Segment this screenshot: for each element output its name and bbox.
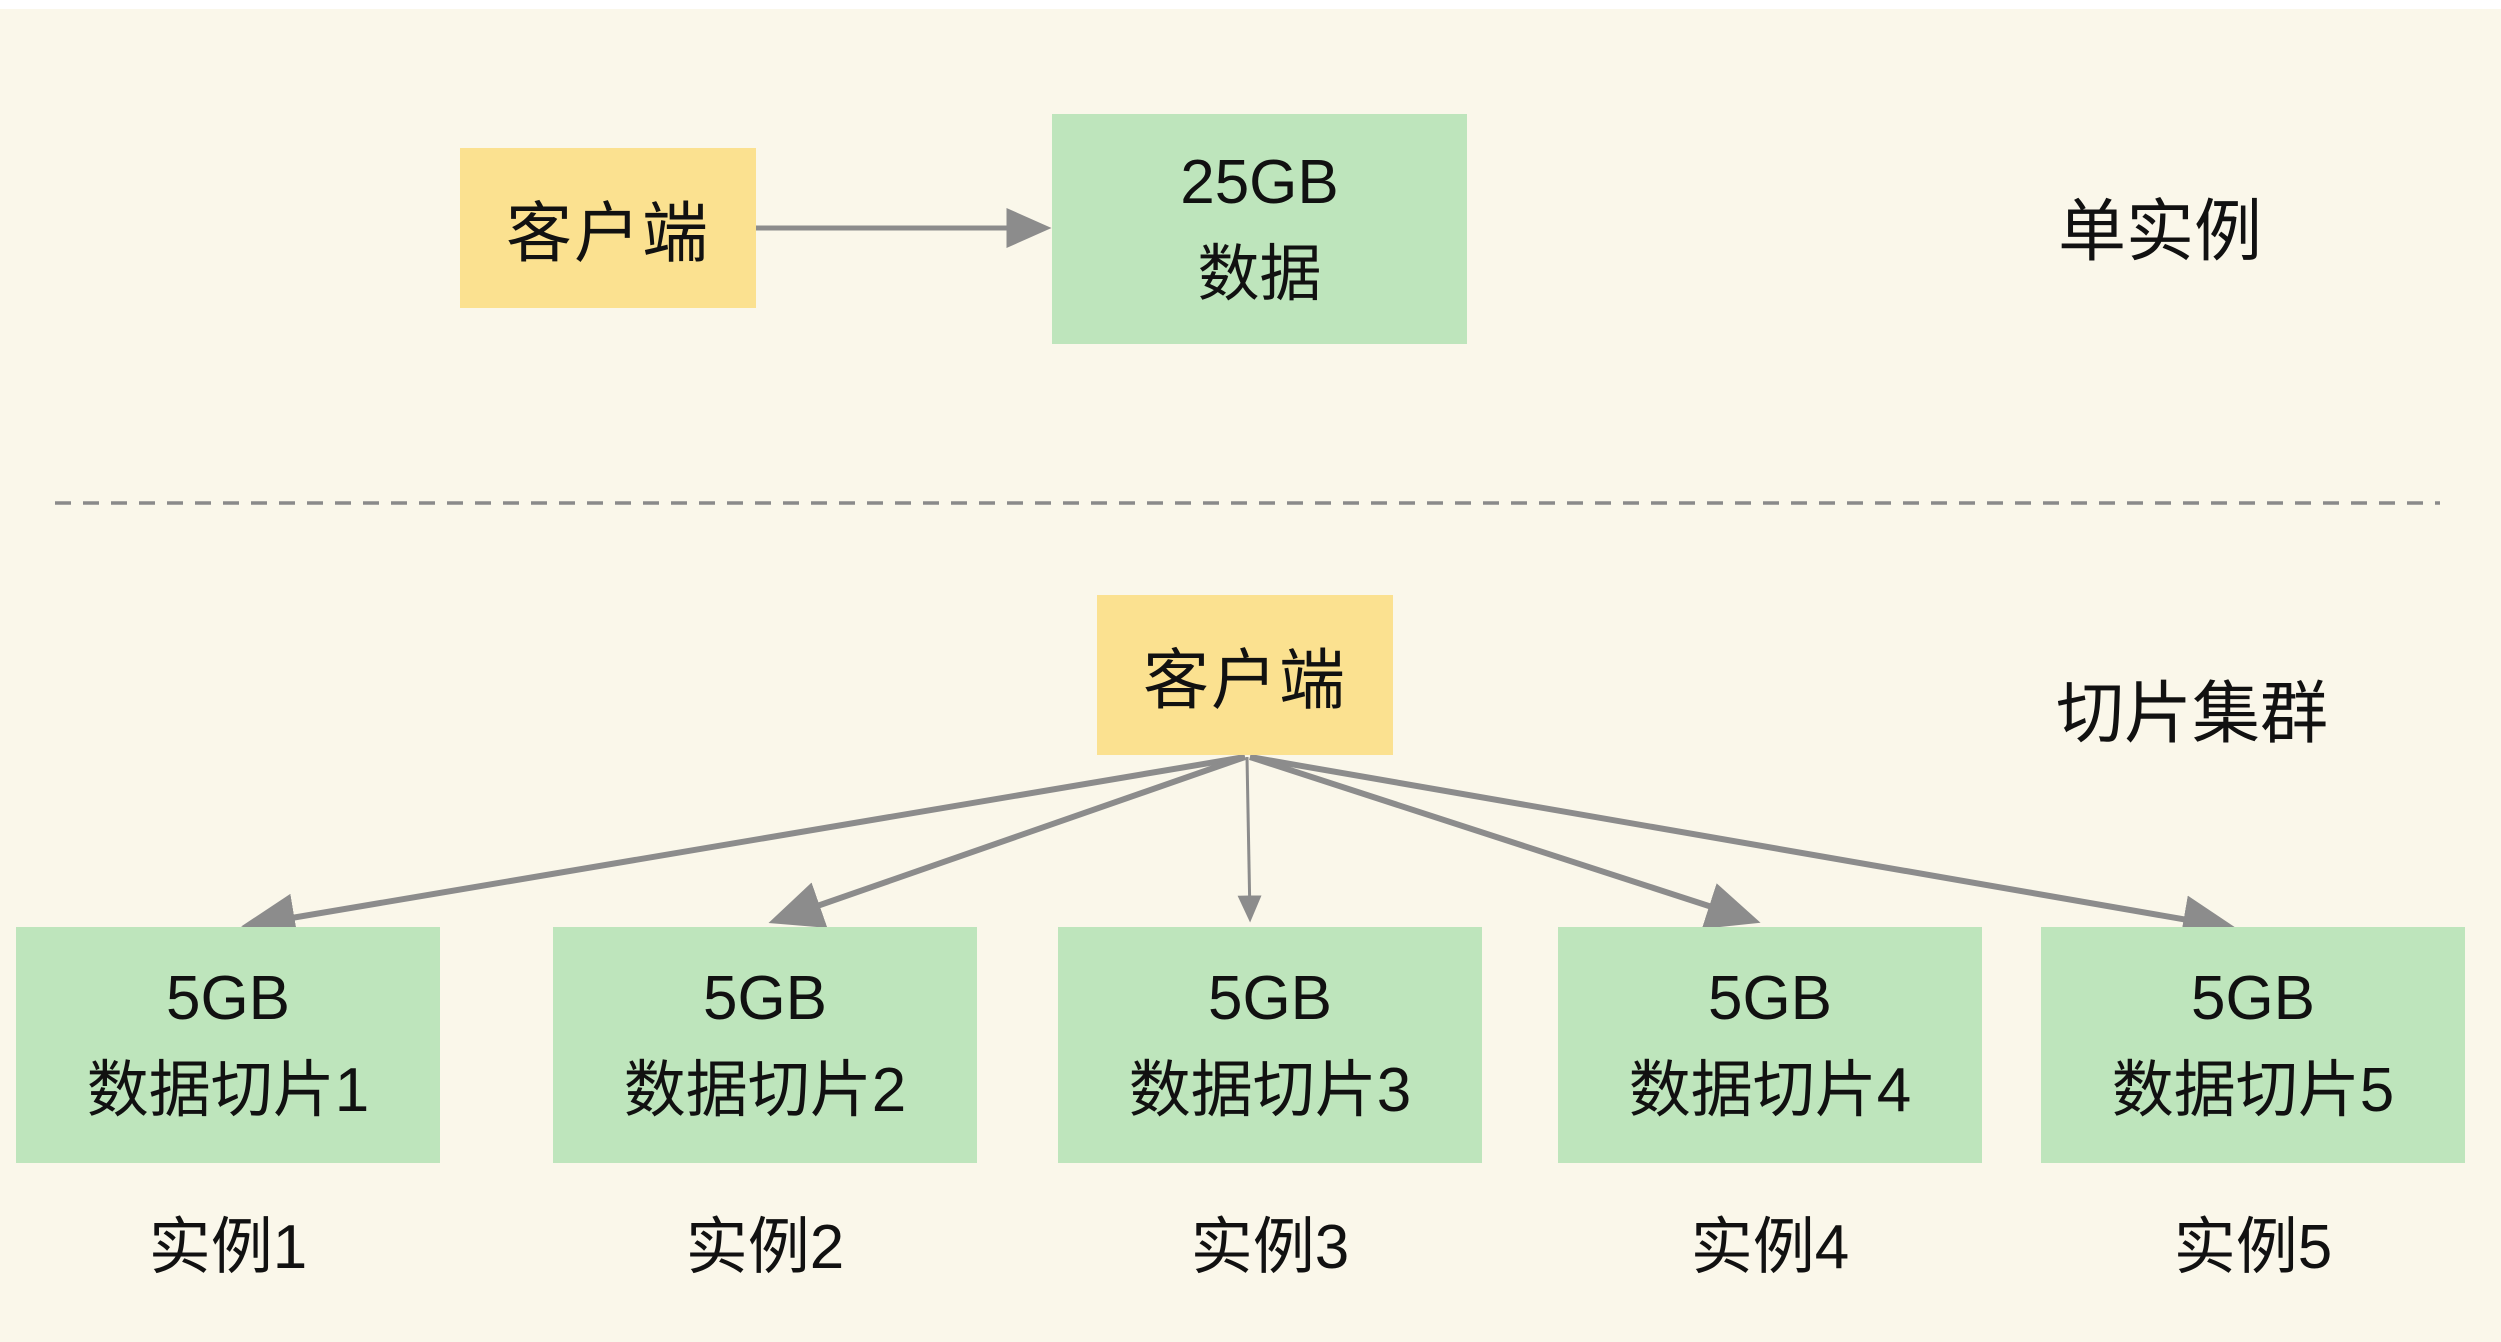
- instance-label-4: 实例4: [1690, 1213, 1850, 1282]
- shard-box-4: 5GB 数据切片4: [1558, 927, 1982, 1163]
- shard-box-2-line2: 数据切片2: [623, 1056, 907, 1125]
- shard-box-4-line1: 5GB: [1707, 964, 1833, 1033]
- instance-label-1: 实例1: [148, 1213, 308, 1282]
- arrow-client-to-shard5: [1249, 754, 2237, 943]
- client-box-cluster-label: 客户端: [1143, 643, 1347, 717]
- data-box-25gb-line1: 25GB: [1180, 148, 1339, 217]
- shard-box-1-line2: 数据切片1: [86, 1056, 370, 1125]
- client-box-cluster: 客户端: [1097, 595, 1393, 755]
- shard-box-1: 5GB 数据切片1: [16, 927, 440, 1163]
- arrow-client-to-shard1: [241, 754, 1246, 942]
- shard-box-1-line1: 5GB: [165, 964, 291, 1033]
- data-box-25gb: 25GB 数据: [1052, 114, 1467, 344]
- arrow-client-to-shard3: [1237, 756, 1262, 923]
- shard-box-3: 5GB 数据切片3: [1058, 927, 1482, 1163]
- shard-box-3-line1: 5GB: [1207, 964, 1333, 1033]
- shard-box-2-line1: 5GB: [702, 964, 828, 1033]
- client-box-single: 客户端: [460, 148, 756, 308]
- shard-box-5: 5GB 数据切片5: [2041, 927, 2465, 1163]
- shard-box-5-line1: 5GB: [2190, 964, 2316, 1033]
- shard-box-3-line2: 数据切片3: [1128, 1056, 1412, 1125]
- client-box-single-label: 客户端: [506, 196, 710, 270]
- section-label-sharded-cluster: 切片集群: [2056, 676, 2329, 752]
- shard-box-2: 5GB 数据切片2: [553, 927, 977, 1163]
- instance-label-3: 实例3: [1190, 1213, 1350, 1282]
- data-box-25gb-line2: 数据: [1197, 240, 1322, 309]
- top-white-strip: [0, 0, 2501, 9]
- instance-label-5: 实例5: [2173, 1213, 2333, 1282]
- section-label-single-instance: 单实例: [2058, 194, 2263, 270]
- arrow-client-to-shard4: [1249, 754, 1761, 929]
- arrow-client-to-shard2: [768, 754, 1246, 928]
- instance-label-2: 实例2: [685, 1213, 845, 1282]
- shard-box-5-line2: 数据切片5: [2111, 1056, 2395, 1125]
- shard-box-4-line2: 数据切片4: [1628, 1056, 1912, 1125]
